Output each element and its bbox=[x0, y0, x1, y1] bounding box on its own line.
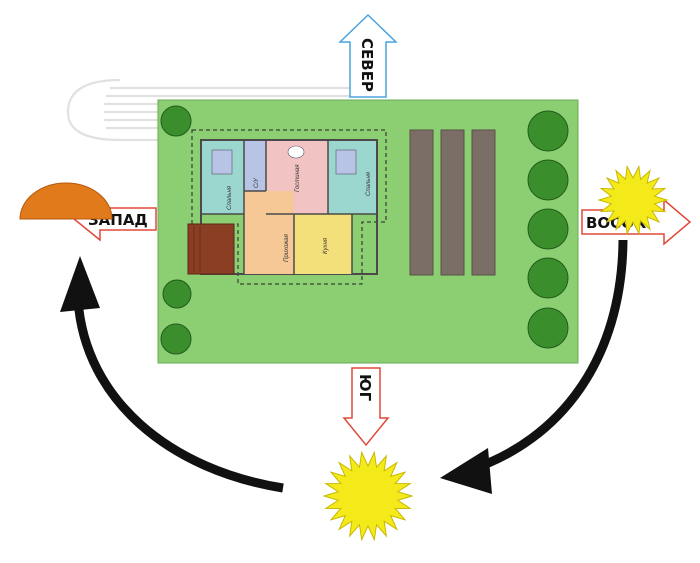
sun-icon bbox=[322, 450, 414, 542]
tree-icon bbox=[160, 105, 192, 137]
sun-icon bbox=[597, 164, 669, 236]
tree-icon bbox=[527, 159, 569, 201]
room-label-hallway: Прихожая bbox=[284, 233, 290, 262]
garden-bed bbox=[471, 129, 496, 276]
arrow-head-icon bbox=[60, 256, 100, 312]
compass-arrow-icon: СЕВЕР bbox=[338, 13, 398, 98]
tree-icon bbox=[160, 323, 192, 355]
setting-sun-icon bbox=[19, 182, 113, 220]
garden-bed bbox=[440, 129, 465, 276]
room-bathroom bbox=[244, 141, 266, 191]
room-kitchen bbox=[294, 214, 352, 274]
tree-icon bbox=[527, 257, 569, 299]
room-label-bedroom-right: Спальня bbox=[366, 171, 372, 196]
room-label-bedroom-left: Спальня bbox=[227, 185, 233, 210]
house-boundary bbox=[191, 129, 387, 285]
arrow-head-icon bbox=[440, 448, 492, 494]
tree-icon bbox=[527, 110, 569, 152]
room-label-kitchen: Кухня bbox=[323, 237, 329, 254]
direction-label-north: СЕВЕР bbox=[358, 38, 376, 92]
room-label-bathroom: С/У bbox=[254, 177, 260, 188]
room-label-living: Гостиная bbox=[295, 164, 301, 192]
tree-icon bbox=[527, 208, 569, 250]
compass-arrow-icon: ЮГ bbox=[342, 367, 390, 447]
house-floorplan bbox=[200, 139, 378, 275]
curved-arrow-icon bbox=[73, 299, 284, 493]
tree-icon bbox=[162, 279, 192, 309]
room-hallway bbox=[244, 191, 294, 274]
curved-arrow-icon bbox=[468, 239, 628, 475]
garden-bed bbox=[409, 129, 434, 276]
tree-icon bbox=[527, 307, 569, 349]
direction-label-south: ЮГ bbox=[356, 374, 374, 402]
deck bbox=[187, 223, 235, 275]
